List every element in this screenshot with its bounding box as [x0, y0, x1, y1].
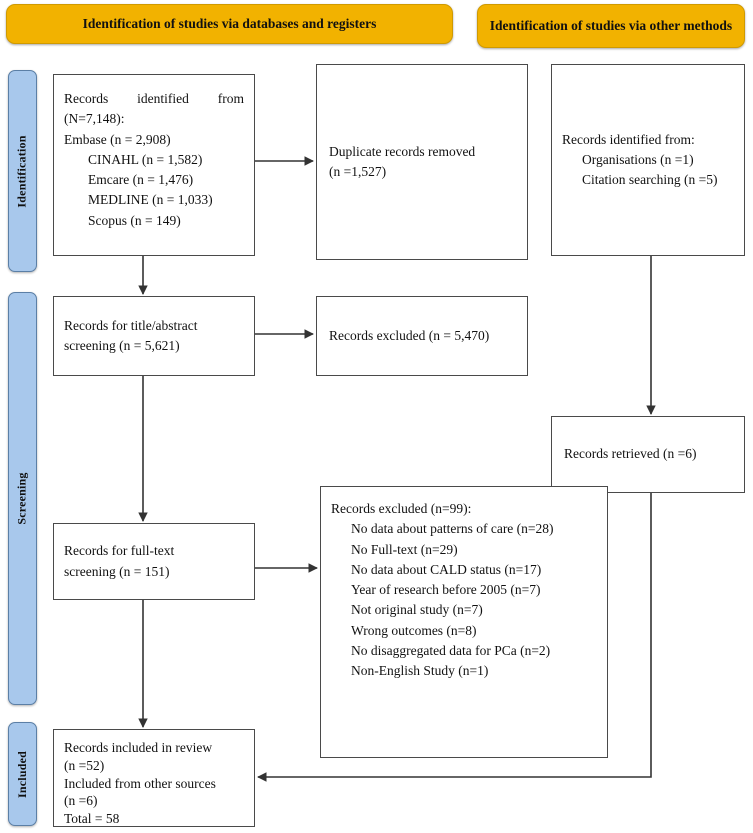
banner-other-label: Identification of studies via other meth…: [489, 17, 733, 33]
excluded-reason-8: Non-English Study (n=1): [351, 663, 489, 678]
records-identified-line-5: Emcare (n = 1,476): [88, 172, 194, 187]
fulltext-screening-line-1: Records for full-text: [64, 543, 175, 559]
stage-tab-included: Included: [8, 722, 37, 826]
records-identified-line-1: Records identified from: [64, 91, 244, 106]
included-final-line-5: Total = 58: [64, 811, 120, 827]
excluded-reason-4: Year of research before 2005 (n=7): [351, 582, 541, 597]
included-final-line-3: Included from other sources: [64, 775, 216, 791]
excluded-reason-3: No data about CALD status (n=17): [351, 561, 542, 577]
other-sources-line-1: Records identified from:: [562, 131, 695, 147]
box-included-final: Records included in review (n =52) Inclu…: [53, 729, 255, 827]
other-sources-line-3: Citation searching (n =5): [582, 172, 718, 188]
banner-databases-label: Identification of studies via databases …: [82, 15, 377, 31]
records-identified-line-4: CINAHL (n = 1,582): [88, 151, 203, 167]
records-excluded-screening-line-1: Records excluded (n = 5,470): [329, 327, 490, 343]
included-final-line-1: Records included in review: [64, 740, 213, 755]
duplicates-removed-line-2: (n =1,527): [329, 164, 387, 179]
records-identified-line-7: Scopus (n = 149): [88, 212, 181, 228]
records-identified-line-2: (N=7,148):: [64, 111, 125, 127]
banner-other-methods: Identification of studies via other meth…: [477, 4, 745, 48]
records-identified-line-3: Embase (n = 2,908): [64, 131, 171, 147]
title-abstract-line-1: Records for title/abstract: [64, 317, 198, 333]
box-records-identified: Records identified from (N=7,148): Embas…: [53, 74, 255, 256]
title-abstract-line-2: screening (n = 5,621): [64, 338, 180, 353]
stage-label-identification: Identification: [15, 134, 30, 208]
box-records-excluded-fulltext: Records excluded (n=99): No data about p…: [320, 486, 608, 758]
stage-label-screening: Screening: [15, 472, 29, 525]
records-identified-line-6: MEDLINE (n = 1,033): [88, 192, 213, 208]
included-final-line-4: (n =6): [64, 793, 98, 809]
excluded-fulltext-heading: Records excluded (n=99):: [331, 501, 472, 516]
box-other-sources: Records identified from: Organisations (…: [551, 64, 745, 256]
excluded-reason-1: No data about patterns of care (n=28): [351, 521, 554, 537]
stage-tab-identification: Identification: [8, 70, 37, 272]
other-sources-line-2: Organisations (n =1): [582, 151, 694, 167]
box-records-excluded-screening: Records excluded (n = 5,470): [316, 296, 528, 376]
stage-tab-screening: Screening: [8, 292, 37, 705]
duplicates-removed-line-1: Duplicate records removed: [329, 143, 476, 159]
box-records-retrieved: Records retrieved (n =6): [551, 416, 745, 493]
excluded-reason-7: No disaggregated data for PCa (n=2): [351, 642, 551, 658]
box-fulltext-screening: Records for full-text screening (n = 151…: [53, 523, 255, 600]
box-duplicates-removed: Duplicate records removed (n =1,527): [316, 64, 528, 260]
banner-databases-and-registers: Identification of studies via databases …: [6, 4, 453, 44]
fulltext-screening-line-2: screening (n = 151): [64, 563, 170, 579]
excluded-reason-2: No Full-text (n=29): [351, 541, 458, 557]
box-title-abstract-screening: Records for title/abstract screening (n …: [53, 296, 255, 376]
included-final-line-2: (n =52): [64, 757, 105, 773]
excluded-reason-6: Wrong outcomes (n=8): [351, 622, 477, 638]
records-retrieved-line-1: Records retrieved (n =6): [564, 446, 697, 462]
excluded-reason-5: Not original study (n=7): [351, 602, 483, 618]
stage-label-included: Included: [15, 750, 30, 798]
